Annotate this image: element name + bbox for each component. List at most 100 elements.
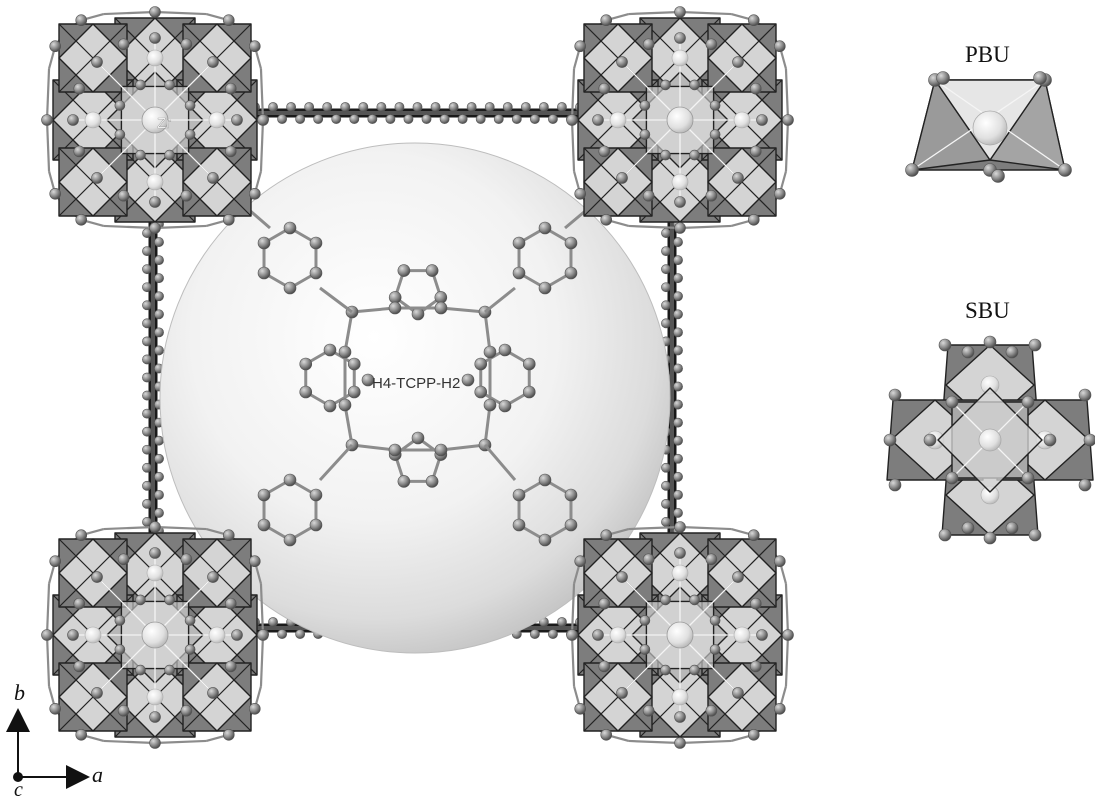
atom	[732, 571, 744, 583]
atom	[705, 189, 718, 202]
atom	[114, 644, 126, 655]
atom	[331, 114, 342, 124]
atom	[142, 480, 152, 491]
atom	[457, 114, 468, 124]
atom	[673, 291, 683, 302]
atom	[299, 357, 313, 371]
atom	[661, 264, 671, 275]
atom	[673, 237, 683, 247]
atom	[1078, 388, 1092, 402]
zr-clusters	[41, 6, 794, 749]
carboxylate-bond	[784, 634, 790, 687]
atom	[207, 56, 219, 68]
atom	[222, 14, 235, 27]
atom	[91, 172, 103, 184]
carboxylate-bond	[628, 10, 681, 16]
atom	[434, 291, 448, 304]
atom	[154, 309, 164, 320]
atom	[564, 266, 578, 280]
atom	[598, 82, 611, 95]
atom	[888, 478, 902, 492]
atom	[484, 102, 495, 112]
atom	[231, 629, 243, 641]
atom	[434, 443, 448, 457]
carboxylate-bond	[628, 525, 681, 531]
atom	[91, 687, 103, 699]
atom	[411, 307, 425, 321]
atom	[661, 282, 671, 293]
carboxylate-bond	[628, 739, 681, 745]
atom	[180, 189, 193, 202]
atom	[538, 473, 552, 487]
atom	[91, 56, 103, 68]
sbu-cluster	[883, 335, 1095, 545]
atom	[142, 390, 152, 401]
zr-atom	[146, 49, 164, 67]
atom	[773, 702, 786, 715]
atom	[548, 114, 558, 124]
atom	[91, 571, 103, 583]
atom	[938, 338, 952, 352]
atom	[673, 489, 683, 500]
atom	[49, 555, 62, 568]
atom	[257, 518, 271, 532]
atom	[149, 222, 161, 234]
atom	[309, 236, 323, 250]
atom	[295, 629, 306, 639]
atom	[347, 357, 361, 371]
atom	[639, 100, 651, 111]
atom	[313, 114, 324, 124]
axis-indicator: b a c	[5, 680, 103, 798]
zr-atom	[609, 626, 627, 644]
atom	[782, 629, 794, 641]
atom	[642, 38, 655, 51]
atom	[529, 114, 540, 124]
atom	[674, 521, 686, 533]
zr-atom	[141, 106, 169, 134]
atom	[538, 281, 552, 295]
carboxylate-bond	[154, 739, 207, 745]
atom	[67, 114, 79, 126]
atom	[309, 518, 323, 532]
atom	[411, 431, 425, 445]
bond	[483, 444, 517, 481]
atom	[117, 704, 130, 717]
atom	[756, 114, 768, 126]
carboxylate-bond	[259, 68, 265, 121]
atom	[616, 571, 628, 583]
atom	[661, 318, 671, 329]
atom	[564, 488, 578, 502]
atom	[257, 629, 269, 641]
atom	[660, 149, 671, 161]
zr-atom	[671, 688, 689, 706]
atom	[600, 14, 613, 27]
pbu-label: PBU	[965, 42, 1010, 67]
atom	[394, 102, 405, 112]
zr-atom	[146, 564, 164, 582]
atom	[511, 114, 522, 124]
atom	[222, 213, 235, 226]
carboxylate-bond	[259, 583, 265, 636]
carboxylate-bond	[103, 224, 156, 230]
atom	[358, 102, 369, 112]
atom	[277, 629, 287, 639]
atom	[709, 615, 721, 626]
atom	[154, 255, 164, 266]
carboxylate-bond	[45, 634, 51, 687]
atom	[180, 38, 193, 51]
atom	[674, 222, 686, 234]
bond	[483, 404, 492, 446]
atom	[142, 300, 152, 311]
zr-cluster	[566, 6, 794, 234]
atom	[430, 102, 441, 112]
atom	[283, 533, 297, 547]
zr-atom	[146, 688, 164, 706]
atom	[592, 629, 604, 641]
atom	[114, 100, 126, 111]
atom	[466, 102, 477, 112]
bond	[484, 286, 516, 314]
atom	[184, 615, 196, 626]
atom	[142, 354, 152, 365]
atom	[397, 264, 411, 277]
zr-atom	[671, 173, 689, 191]
